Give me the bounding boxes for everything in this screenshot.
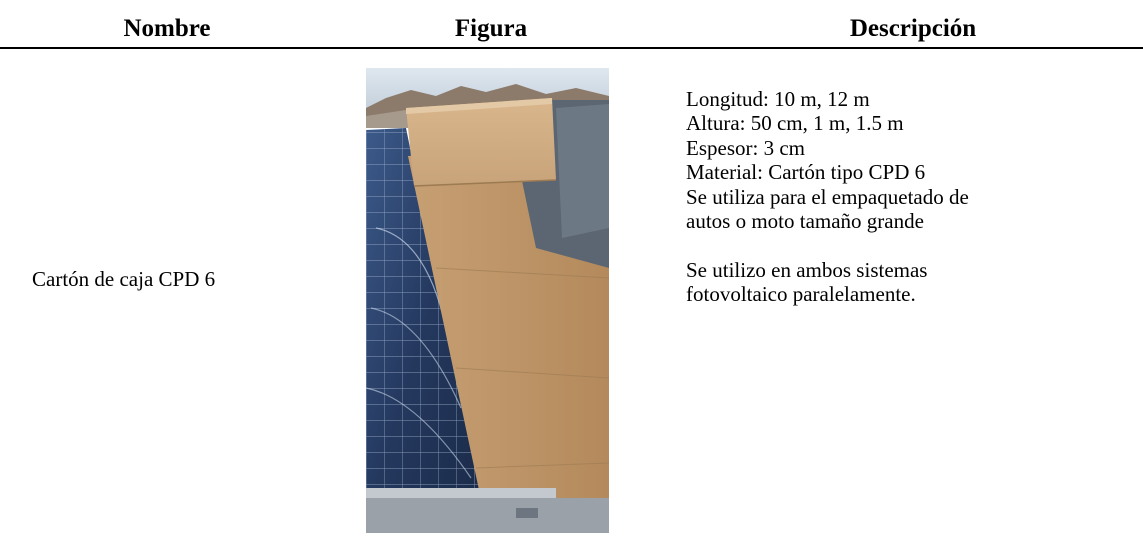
cardboard-flat (408, 152, 609, 523)
column-header-nombre: Nombre (123, 15, 211, 42)
cardboard-standing (406, 98, 556, 186)
ground (366, 498, 609, 533)
desc-nota-line-1: Se utilizo en ambos sistemas (686, 257, 928, 282)
desc-material: Material: Cartón tipo CPD 6 (686, 160, 926, 185)
desc-uso-line-1: Se utiliza para el empaquetado de (686, 184, 969, 209)
panel-frame (366, 488, 556, 498)
wall-panel (556, 104, 609, 238)
paragraph-gap (686, 233, 1126, 257)
header-divider (0, 47, 1143, 49)
desc-longitud: Longitud: 10 m, 12 m (686, 87, 870, 111)
figure-photo (366, 68, 609, 533)
column-header-descripcion: Descripción (849, 15, 977, 42)
desc-nota-line-2: fotovoltaico paralelamente. (686, 282, 916, 307)
table-header-row: Nombre Figura Descripción (0, 0, 1143, 48)
cardboard-solar-panel-photo (366, 68, 609, 533)
desc-espesor: Espesor: 3 cm (686, 135, 805, 160)
cell-descripcion: Longitud: 10 m, 12 m Altura: 50 cm, 1 m,… (686, 87, 1126, 307)
column-header-figura: Figura (454, 15, 528, 42)
solar-cells (366, 128, 486, 523)
desc-altura: Altura: 50 cm, 1 m, 1.5 m (686, 111, 904, 136)
cell-nombre: Cartón de caja CPD 6 (32, 267, 216, 291)
desc-uso-line-2: autos o moto tamaño grande (686, 209, 924, 234)
